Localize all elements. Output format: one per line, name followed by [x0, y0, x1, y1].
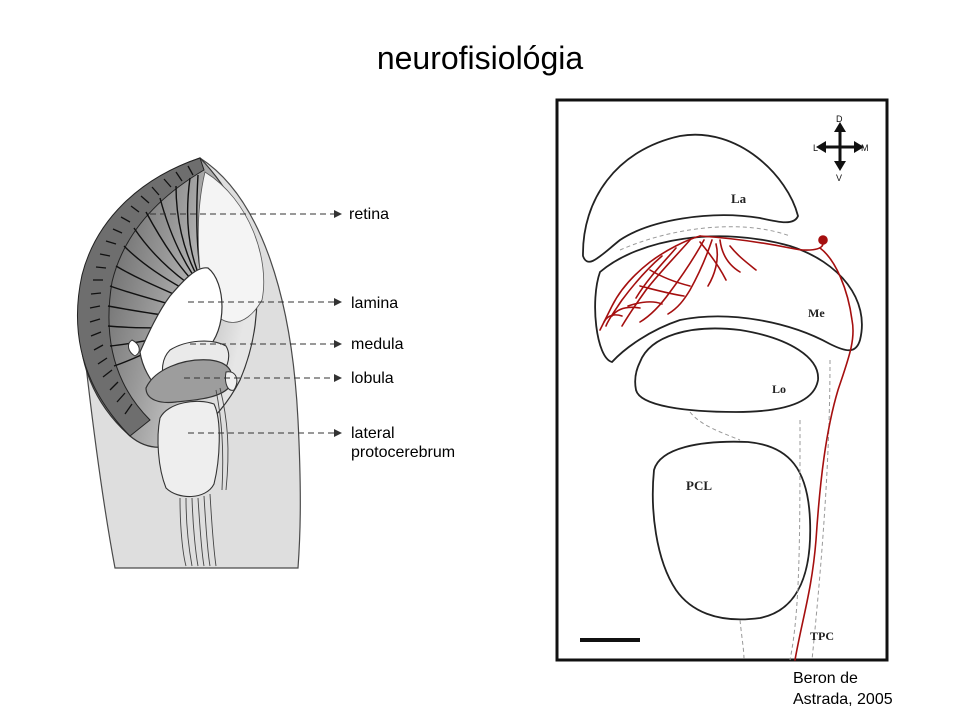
region-me-label: Me — [808, 306, 825, 320]
region-me-outline — [594, 235, 863, 364]
label-lamina: lamina — [351, 295, 399, 312]
neuron-soma — [818, 235, 828, 245]
label-retina: retina — [349, 206, 390, 223]
region-lo-outline — [634, 327, 819, 413]
region-pcl-label: PCL — [686, 478, 712, 493]
region-lo-label: Lo — [772, 382, 786, 396]
label-lobula: lobula — [351, 370, 394, 387]
cornea-hatches — [89, 165, 194, 415]
region-pcl-outline — [651, 440, 812, 621]
leader-lines — [150, 213, 336, 434]
tract-outlines — [619, 226, 831, 661]
label-lateral: lateral — [351, 425, 395, 442]
label-medula: medula — [351, 336, 404, 353]
leader-arrowheads — [334, 210, 342, 437]
credit-line-1: Beron de — [793, 670, 858, 687]
region-tpc-label: TPC — [810, 629, 834, 643]
region-la-outline — [582, 133, 799, 263]
credit-line-2: Astrada, 2005 — [793, 691, 893, 708]
compass-m-label: M — [861, 143, 869, 153]
compass-d-label: D — [836, 114, 843, 124]
compass-v-label: V — [836, 173, 842, 183]
orientation-compass-icon — [816, 122, 864, 171]
region-la-label: La — [731, 191, 747, 206]
slide-title: neurofisiológia — [376, 40, 584, 76]
cornea-band — [76, 157, 205, 437]
neuron-tracing-diagram — [555, 98, 889, 662]
image-credit: Beron de Astrada, 2005 — [793, 668, 893, 710]
lateral-protocerebrum — [157, 400, 220, 498]
optic-lobe-schematic — [76, 157, 342, 569]
optic-tract — [179, 387, 229, 567]
label-protocerebrum: protocerebrum — [351, 444, 456, 461]
compass-l-label: L — [813, 143, 818, 153]
traced-neuron — [599, 235, 854, 661]
